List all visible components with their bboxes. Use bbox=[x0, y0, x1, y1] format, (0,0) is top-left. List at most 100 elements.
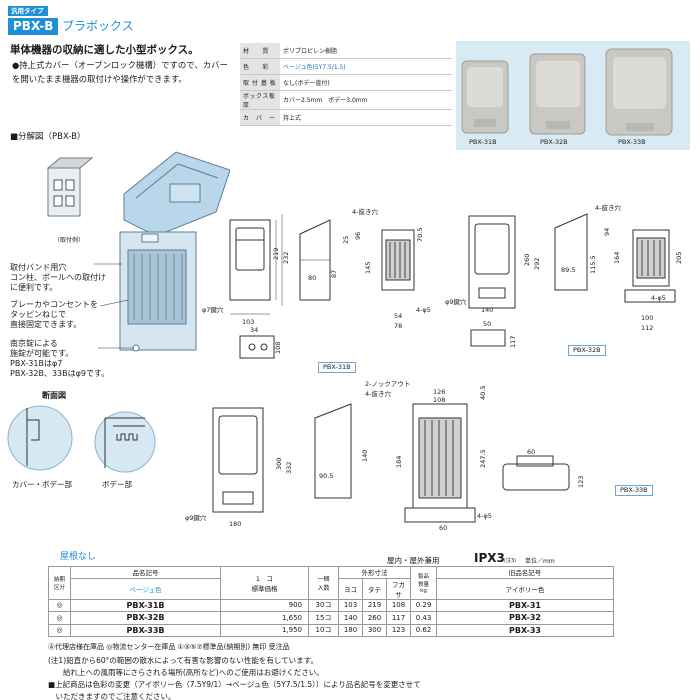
weight-cell: 0.43 bbox=[410, 611, 437, 625]
drawing-label-pbx-33b: PBX-33B bbox=[615, 485, 653, 496]
dim-31-103: 103 bbox=[242, 318, 254, 326]
pbx-33b-photo bbox=[605, 48, 673, 136]
spec-value: 持上式 bbox=[280, 109, 452, 126]
dim-32-164: 164 bbox=[613, 252, 621, 264]
cross-section-label-body: ボデー部 bbox=[102, 480, 132, 489]
knockout-33: 4-抜き穴 bbox=[365, 389, 391, 398]
spec-value: ポリプロピレン樹脂 bbox=[280, 43, 452, 60]
unit-label: 単位／mm bbox=[525, 558, 555, 565]
width-cell: 180 bbox=[338, 623, 363, 637]
spec-row: ボックス板厚カバー2.5mm ボデー3.0mm bbox=[240, 90, 452, 110]
dim-33-126: 126 bbox=[433, 388, 445, 396]
dim-33-60b: 60 bbox=[527, 448, 535, 456]
pbx-33b-drawing: 300 332 180 90.5 140 184 247.5 126 108 4… bbox=[185, 380, 585, 532]
spec-row: 材 質ポリプロピレン樹脂 bbox=[240, 43, 452, 60]
knockout-32: 4-抜き穴 bbox=[595, 203, 621, 212]
pbx-32b-photo bbox=[529, 53, 586, 135]
photo-caption-31b: PBX-31B bbox=[469, 138, 497, 146]
note-line: 給れ上への風雨等にさらされる場所(高所など)へのご使用はお避けください。 bbox=[48, 668, 324, 677]
ipx-rating: IPX3 bbox=[474, 551, 505, 565]
spec-value: カバー2.5mm ボデー3.0mm bbox=[280, 90, 452, 110]
dim-31-219: 219 bbox=[272, 248, 280, 260]
spec-row: 取 付 基 板なし(ボデー直付) bbox=[240, 74, 452, 91]
dim-32-205: 205 bbox=[675, 252, 683, 264]
dim-31-232: 232 bbox=[282, 252, 290, 264]
spec-key: 色 彩 bbox=[240, 58, 280, 76]
col-weight: 製品 質量 kg bbox=[410, 566, 437, 600]
product-table: 納期 区分 品名記号 1 コ 標準価格 一梱 入数 外形寸法 製品 質量 kg … bbox=[48, 566, 614, 637]
dim-33-140: 140 bbox=[361, 450, 369, 462]
dim-33-108: 108 bbox=[433, 396, 445, 404]
exploded-view-drawing bbox=[46, 151, 230, 352]
cross-section-drawing bbox=[7, 405, 156, 473]
spec-key: カ バ ー bbox=[240, 109, 280, 126]
spec-key: 材 質 bbox=[240, 43, 280, 60]
cross-section-label-cover-body: カバー・ボデー部 bbox=[12, 480, 72, 489]
old-model-cell: PBX-32 bbox=[436, 611, 614, 625]
col-stock: 納期 区分 bbox=[48, 566, 71, 600]
model-cell: PBX-33B bbox=[70, 623, 221, 637]
height-cell: 260 bbox=[362, 611, 387, 625]
body-illustration bbox=[119, 231, 197, 352]
col-model: 品名記号 bbox=[70, 566, 221, 579]
dim-31-80: 80 bbox=[308, 274, 316, 282]
depth-cell: 108 bbox=[386, 598, 411, 612]
dim-32-260: 260 bbox=[523, 254, 531, 266]
hole-32: 4-φ5 bbox=[651, 294, 666, 302]
photo-caption-32b: PBX-32B bbox=[540, 138, 568, 146]
model-series-badge: PBX-B bbox=[8, 18, 59, 35]
col-pack: 一梱 入数 bbox=[308, 566, 339, 600]
dim-31-87: 87 bbox=[330, 270, 338, 278]
col-d: フカサ bbox=[386, 577, 411, 600]
dim-32-117: 117 bbox=[509, 336, 517, 348]
usage-label: 屋内・屋外兼用 bbox=[387, 556, 440, 565]
dim-33-184: 184 bbox=[395, 456, 403, 468]
dim-33-40-5: 40.5 bbox=[479, 386, 487, 400]
lock-hole-32: φ9鍵穴 bbox=[445, 297, 467, 306]
knockout-top-33: 2-ノックアウト bbox=[365, 380, 410, 388]
stock-cell: ◎ bbox=[48, 623, 71, 637]
drawing-label-pbx-31b: PBX-31B bbox=[318, 362, 356, 373]
stock-cell: ◎ bbox=[48, 611, 71, 625]
dim-32-89-5: 89.5 bbox=[561, 266, 575, 274]
height-cell: 219 bbox=[362, 598, 387, 612]
pbx-32b-drawing: 260 292 140 89.5 115.5 94 164 205 100 11… bbox=[445, 203, 683, 348]
dim-33-247-5: 247.5 bbox=[479, 449, 487, 468]
width-cell: 103 bbox=[338, 598, 363, 612]
mounting-example-illustration bbox=[46, 157, 94, 217]
dim-32-115-5: 115.5 bbox=[589, 255, 597, 274]
dim-31-145: 145 bbox=[364, 262, 372, 274]
pbx-31b-photo bbox=[461, 60, 509, 134]
dim-31-78: 78 bbox=[394, 322, 402, 330]
dim-32-100: 100 bbox=[641, 314, 653, 322]
pack-cell: 15コ bbox=[308, 611, 339, 625]
dim-31-34: 34 bbox=[250, 326, 258, 334]
price-cell: 1,950 bbox=[220, 623, 309, 637]
col-h: タテ bbox=[362, 577, 387, 600]
weight-cell: 0.62 bbox=[410, 623, 437, 637]
dim-32-94: 94 bbox=[603, 228, 611, 236]
note-line: (注1)鉛直から60°の範囲の散水によって有害な影響のない性能を有しています。 bbox=[48, 656, 318, 665]
width-cell: 140 bbox=[338, 611, 363, 625]
dim-32-140: 140 bbox=[481, 306, 493, 314]
dim-33-60: 60 bbox=[439, 524, 447, 532]
dim-31-54: 54 bbox=[394, 312, 402, 320]
mounting-example-caption: （取付例） bbox=[54, 237, 85, 244]
pbx-31b-drawing: 219 232 103 80 87 25 96 145 70.5 54 78 3… bbox=[202, 207, 431, 359]
note-line: ■上記商品は色彩の変更（アイボリー色（7.5Y9/1）→ベージュ色（5Y7.5/… bbox=[48, 680, 421, 689]
drawing-label-pbx-32b: PBX-32B bbox=[568, 345, 606, 356]
spec-value: ベージュ色(5Y7.5/1.5) bbox=[280, 58, 452, 76]
stock-legend: Ⓐ代理店様在庫品 ◎物流センター在庫品 ①③⑤⑦標準品(納期別) 無印 受注品 bbox=[48, 643, 290, 651]
note-line: いただきますのでご注意ください。 bbox=[48, 692, 176, 700]
photo-caption-33b: PBX-33B bbox=[618, 138, 646, 146]
callout-padlock: 南京錠による 施錠が可能です。 PBX-31Bはφ7 PBX-32B、33Bはφ… bbox=[10, 339, 110, 378]
col-dims: 外形寸法 bbox=[338, 566, 411, 579]
dim-33-332: 332 bbox=[285, 462, 293, 474]
feature-bullet: ●持上式カバー（オープンロック機構）ですので、カバーを開いたまま機器の取付けや操… bbox=[12, 60, 228, 84]
hole-31: 4-φ5 bbox=[416, 306, 431, 314]
model-cell: PBX-32B bbox=[70, 611, 221, 625]
depth-cell: 117 bbox=[386, 611, 411, 625]
spec-key: 取 付 基 板 bbox=[240, 74, 280, 91]
